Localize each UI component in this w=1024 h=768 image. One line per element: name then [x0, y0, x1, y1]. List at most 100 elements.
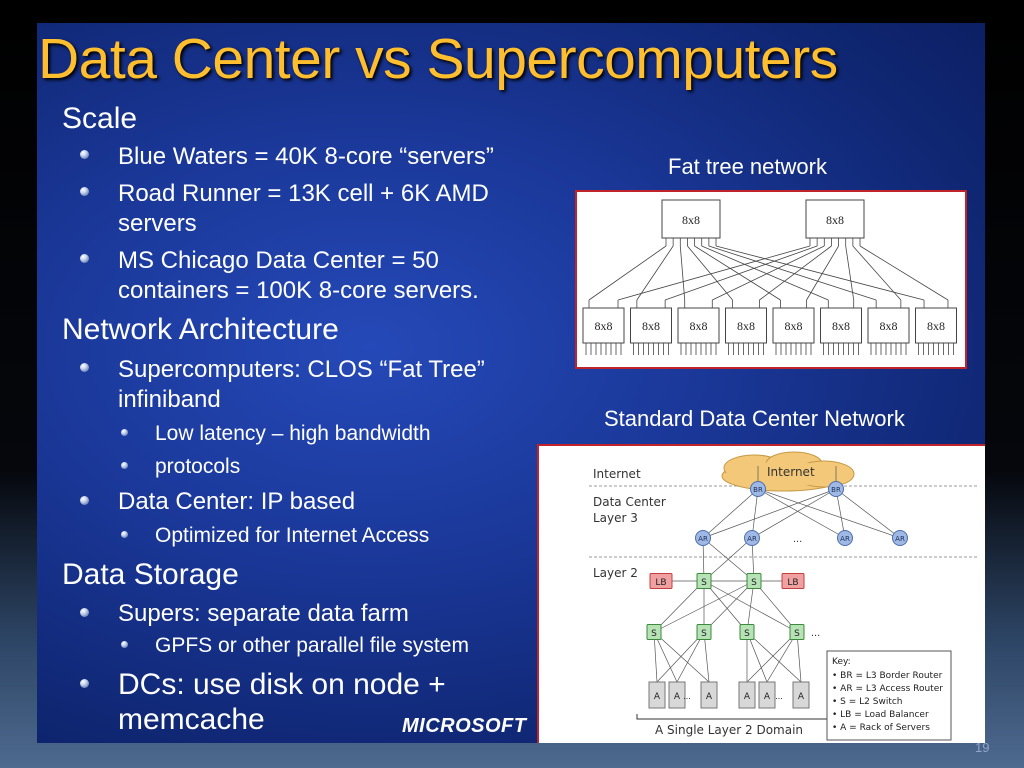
l2-switch-node: S: [746, 573, 762, 589]
key-item: • BR = L3 Border Router: [832, 671, 943, 681]
fat-tree-edge-switch: 8x8: [677, 307, 720, 344]
ar-ellipsis: ...: [793, 533, 802, 545]
svg-text:8x8: 8x8: [682, 213, 700, 227]
bullet-data-center-ip: Data Center: IP based: [118, 488, 356, 515]
server-rack-node: A: [700, 681, 718, 709]
slide-title: Data Center vs Supercomputers: [38, 27, 838, 91]
fat-tree-edge-switch: 8x8: [820, 307, 862, 344]
svg-text:S: S: [744, 629, 750, 639]
rack-ellipsis: ...: [683, 691, 691, 701]
access-router-node: AR: [695, 530, 711, 546]
load-balancer-node: LB: [781, 573, 805, 589]
svg-text:8x8: 8x8: [690, 319, 708, 333]
fat-tree-edge-switch: 8x8: [630, 307, 672, 344]
load-balancer-node: LB: [649, 573, 673, 589]
fat-tree-edge-switch: 8x8: [772, 307, 815, 344]
svg-text:LB: LB: [787, 578, 798, 588]
fat-tree-edge-switch: 8x8: [725, 307, 767, 344]
label-dc-layer3-line1: Data Center: [593, 495, 666, 509]
svg-text:8x8: 8x8: [832, 319, 850, 333]
svg-text:8x8: 8x8: [642, 319, 660, 333]
sub-bullet-icon: [121, 462, 128, 469]
internet-cloud-icon: [721, 451, 855, 492]
server-rack-node: A: [758, 681, 776, 709]
section-heading-scale: Scale: [62, 102, 138, 135]
svg-text:AR: AR: [840, 535, 850, 543]
bullet-icon: [80, 679, 89, 688]
sub-bullet-icon: [121, 641, 128, 648]
label-dc-layer3-line2: Layer 3: [593, 511, 638, 525]
bullet-ms-chicago-cont: containers = 100K 8-core servers.: [118, 277, 479, 304]
label-internet: Internet: [593, 467, 641, 481]
svg-text:8x8: 8x8: [880, 319, 898, 333]
access-router-node: AR: [892, 530, 908, 546]
fat-tree-diagram: 8x8 8x8 8x8 8x8 8x8 8x8 8x8 8x8 8x8 8x8: [575, 190, 967, 369]
svg-text:A: A: [764, 692, 771, 702]
svg-text:8x8: 8x8: [927, 319, 945, 333]
svg-text:8x8: 8x8: [785, 319, 803, 333]
key-item: • AR = L3 Access Router: [832, 684, 943, 694]
svg-text:A: A: [744, 692, 751, 702]
section-heading-storage: Data Storage: [62, 558, 239, 591]
sub-bullet-internet-access: Optimized for Internet Access: [155, 524, 430, 547]
fat-tree-caption: Fat tree network: [668, 154, 827, 179]
svg-text:BR: BR: [753, 486, 763, 494]
page-number: 19: [975, 740, 990, 755]
bullet-icon: [80, 187, 89, 196]
bullet-supercomputers: Supercomputers: CLOS “Fat Tree”: [118, 356, 485, 383]
l2-switch-node: S: [696, 624, 712, 640]
switch-ellipsis: ...: [811, 627, 820, 639]
key-box: [826, 650, 952, 741]
bullet-icon: [80, 254, 89, 263]
svg-text:A: A: [706, 692, 713, 702]
l2-switch-node: S: [739, 624, 755, 640]
server-rack-node: A: [792, 681, 810, 709]
bullet-icon: [80, 496, 89, 505]
key-title: Key:: [832, 657, 851, 667]
svg-text:S: S: [651, 629, 657, 639]
dc-network-caption: Standard Data Center Network: [604, 406, 905, 431]
sub-bullet-gpfs: GPFS or other parallel file system: [155, 634, 469, 657]
dc-network-svg: Internet Data Center Layer 3 Layer 2 Int…: [589, 451, 979, 741]
fat-tree-top-switch: 8x8: [805, 199, 865, 239]
cloud-label: Internet: [767, 465, 815, 479]
bullet-icon: [80, 150, 89, 159]
bullet-road-runner: Road Runner = 13K cell + 6K AMD: [118, 180, 489, 207]
l2-switch-node: S: [696, 573, 712, 589]
l2-switch-node: S: [646, 624, 662, 640]
label-layer2: Layer 2: [593, 566, 638, 580]
svg-text:8x8: 8x8: [595, 319, 613, 333]
rack-ellipsis: ...: [775, 691, 783, 701]
svg-text:BR: BR: [831, 486, 841, 494]
sub-bullet-icon: [121, 429, 128, 436]
bullet-ms-chicago: MS Chicago Data Center = 50: [118, 247, 439, 274]
border-router-node: BR: [750, 481, 766, 497]
sub-bullet-icon: [121, 531, 128, 538]
key-item: • LB = Load Balancer: [832, 710, 929, 720]
svg-text:LB: LB: [655, 578, 666, 588]
dc-network-diagram: Internet Data Center Layer 3 Layer 2 Int…: [537, 444, 985, 743]
slide: Data Center vs Supercomputers Scale Blue…: [37, 23, 985, 743]
svg-text:A: A: [654, 692, 661, 702]
fat-tree-svg: 8x8 8x8 8x8 8x8 8x8 8x8 8x8 8x8 8x8 8x8: [582, 199, 957, 355]
domain-label: A Single Layer 2 Domain: [655, 723, 803, 737]
svg-text:8x8: 8x8: [826, 213, 844, 227]
l2-switch-node: S: [789, 624, 805, 640]
fat-tree-top-switch: 8x8: [661, 199, 721, 239]
fat-tree-edge-switch: 8x8: [915, 307, 957, 344]
section-heading-network: Network Architecture: [62, 313, 339, 346]
server-rack-node: A: [668, 681, 686, 709]
bullet-supercomputers-cont: infiniband: [118, 386, 221, 413]
key-item: • A = Rack of Servers: [832, 723, 930, 733]
access-router-node: AR: [744, 530, 760, 546]
bullet-dcs-disk: DCs: use disk on node +: [118, 668, 446, 701]
bullet-supers-data-farm: Supers: separate data farm: [118, 600, 409, 627]
svg-text:S: S: [794, 629, 800, 639]
border-router-node: BR: [828, 481, 844, 497]
svg-text:S: S: [701, 629, 707, 639]
bullet-blue-waters: Blue Waters = 40K 8-core “servers”: [118, 143, 494, 170]
svg-text:AR: AR: [895, 535, 905, 543]
microsoft-brand: MICROSOFT: [402, 715, 527, 737]
bullet-road-runner-cont: servers: [118, 210, 197, 237]
svg-text:8x8: 8x8: [737, 319, 755, 333]
